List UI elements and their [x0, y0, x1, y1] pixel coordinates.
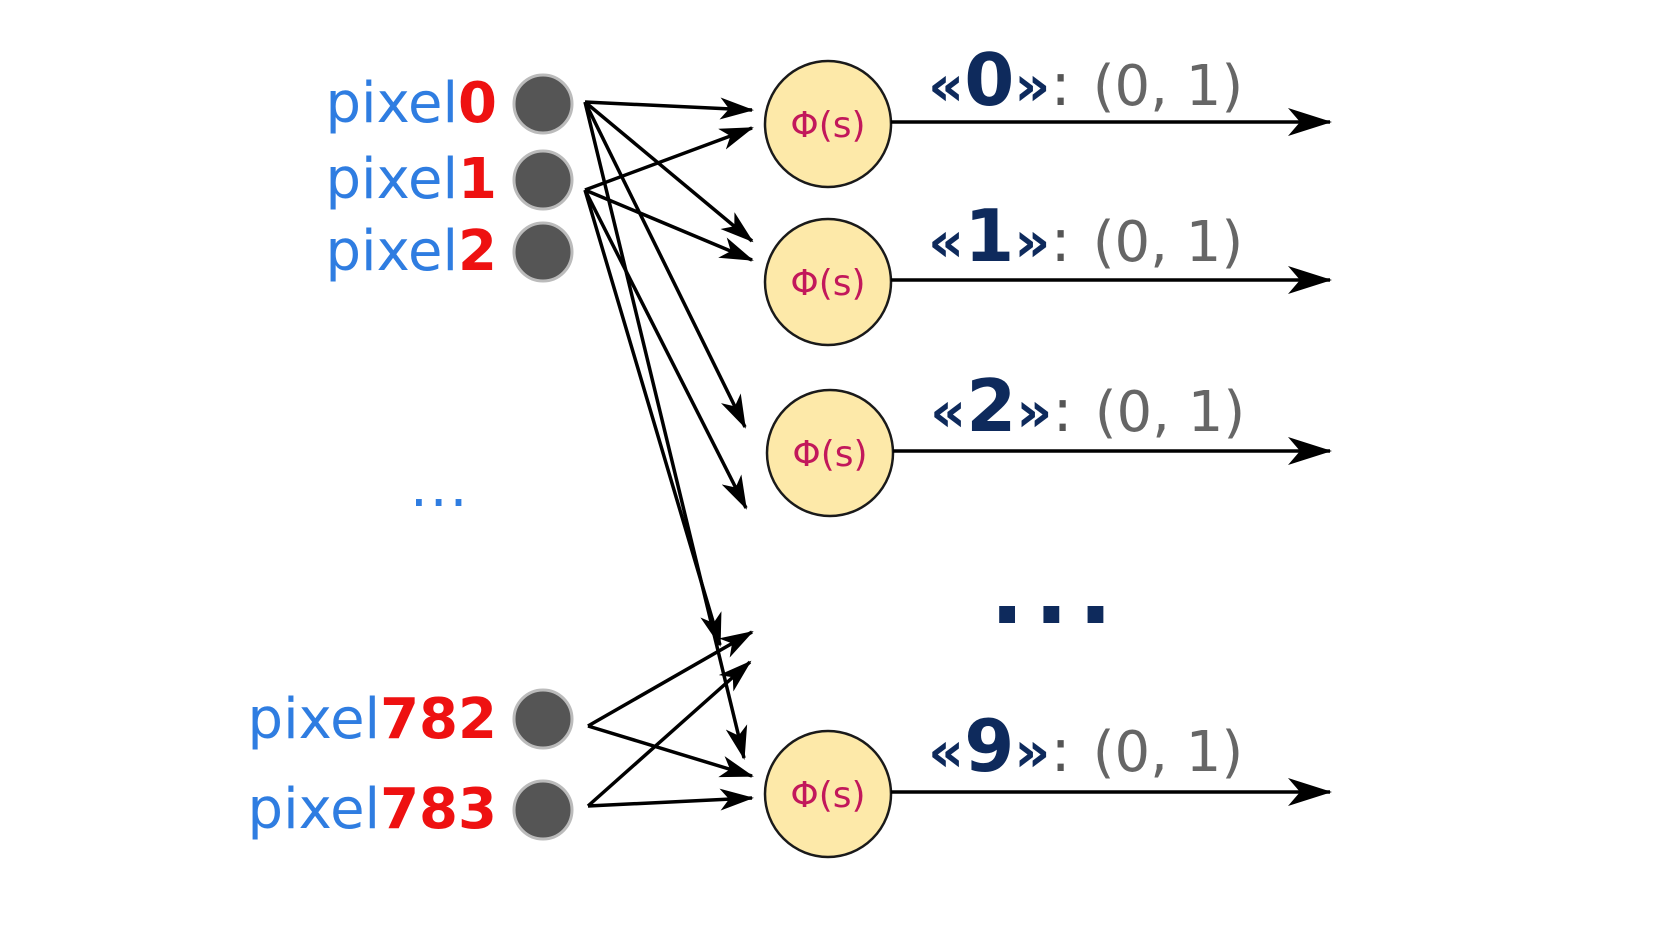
input-nodes — [512, 73, 574, 841]
output-close-quote: » — [1014, 210, 1051, 275]
neuron-circle — [763, 59, 893, 189]
output-digit: 9 — [964, 704, 1015, 788]
output-label-9: «9»:(0, 1) — [928, 710, 1243, 782]
input-label-prefix: pixel — [247, 687, 381, 752]
input-label-prefix: pixel — [325, 147, 459, 212]
neuron-activation-label: Φ(s) — [792, 434, 867, 475]
neuron-circle — [765, 388, 895, 518]
output-range: (0, 1) — [1092, 210, 1244, 275]
output-close-quote: » — [1016, 380, 1053, 445]
output-colon: : — [1052, 376, 1073, 446]
connection-arrow — [583, 189, 722, 647]
input-label-2: pixel2 — [325, 224, 497, 280]
output-close-quote: » — [1014, 54, 1051, 119]
neuron-circle — [763, 217, 893, 347]
output-colon: : — [1050, 206, 1071, 276]
connection-arrows — [583, 97, 754, 811]
output-arrows — [891, 108, 1332, 806]
connection-arrow — [584, 97, 754, 120]
output-label-0: «0»:(0, 1) — [928, 44, 1243, 116]
connection-arrow — [587, 724, 754, 778]
output-label-1: «1»:(0, 1) — [928, 200, 1243, 272]
input-node-1 — [512, 149, 574, 211]
neuron-activation-label: Φ(s) — [790, 775, 865, 816]
output-ellipsis: ... — [990, 540, 1123, 645]
connection-arrow — [586, 660, 752, 808]
input-label-782: pixel782 — [248, 692, 497, 748]
input-label-index: 2 — [458, 219, 497, 284]
output-digit: 0 — [964, 38, 1015, 122]
input-node-782 — [512, 688, 574, 750]
input-label-index: 783 — [380, 777, 497, 842]
input-ellipsis: ... — [410, 455, 470, 520]
input-label-783: pixel783 — [248, 782, 497, 838]
connection-arrow — [584, 126, 754, 192]
neuron-circle — [763, 729, 893, 859]
connection-arrow — [583, 100, 754, 243]
connection-arrow — [583, 101, 748, 760]
connection-arrow — [587, 630, 754, 728]
connection-arrow — [583, 101, 747, 429]
output-close-quote: » — [1014, 720, 1051, 785]
neuron-2: Φ(s) — [765, 388, 895, 518]
output-open-quote: « — [928, 54, 965, 119]
input-label-prefix: pixel — [247, 777, 381, 842]
input-label-prefix: pixel — [325, 71, 459, 136]
output-label-2: «2»:(0, 1) — [930, 370, 1245, 442]
neuron-9: Φ(s) — [763, 729, 893, 859]
input-label-index: 1 — [458, 147, 497, 212]
output-colon: : — [1050, 50, 1071, 120]
input-node-2 — [512, 221, 574, 283]
connection-arrow — [583, 189, 748, 510]
input-label-prefix: pixel — [325, 219, 459, 284]
neuron-activation-label: Φ(s) — [790, 105, 865, 146]
input-label-index: 0 — [458, 71, 497, 136]
neuron-activation-label: Φ(s) — [790, 263, 865, 304]
neuron-0: Φ(s) — [763, 59, 893, 189]
connection-arrow — [587, 788, 754, 811]
output-neurons: Φ(s) Φ(s) Φ(s) Φ(s) — [763, 59, 895, 859]
input-label-0: pixel0 — [325, 76, 497, 132]
output-open-quote: « — [928, 210, 965, 275]
output-open-quote: « — [928, 720, 965, 785]
output-digit: 2 — [966, 364, 1017, 448]
output-range: (0, 1) — [1092, 54, 1244, 119]
input-label-1: pixel1 — [325, 152, 497, 208]
input-label-index: 782 — [380, 687, 497, 752]
neuron-1: Φ(s) — [763, 217, 893, 347]
input-node-0 — [512, 73, 574, 135]
input-node-783 — [512, 779, 574, 841]
connection-arrow — [584, 188, 754, 262]
output-open-quote: « — [930, 380, 967, 445]
output-range: (0, 1) — [1094, 380, 1246, 445]
output-colon: : — [1050, 716, 1071, 786]
output-range: (0, 1) — [1092, 720, 1244, 785]
output-digit: 1 — [964, 194, 1015, 278]
